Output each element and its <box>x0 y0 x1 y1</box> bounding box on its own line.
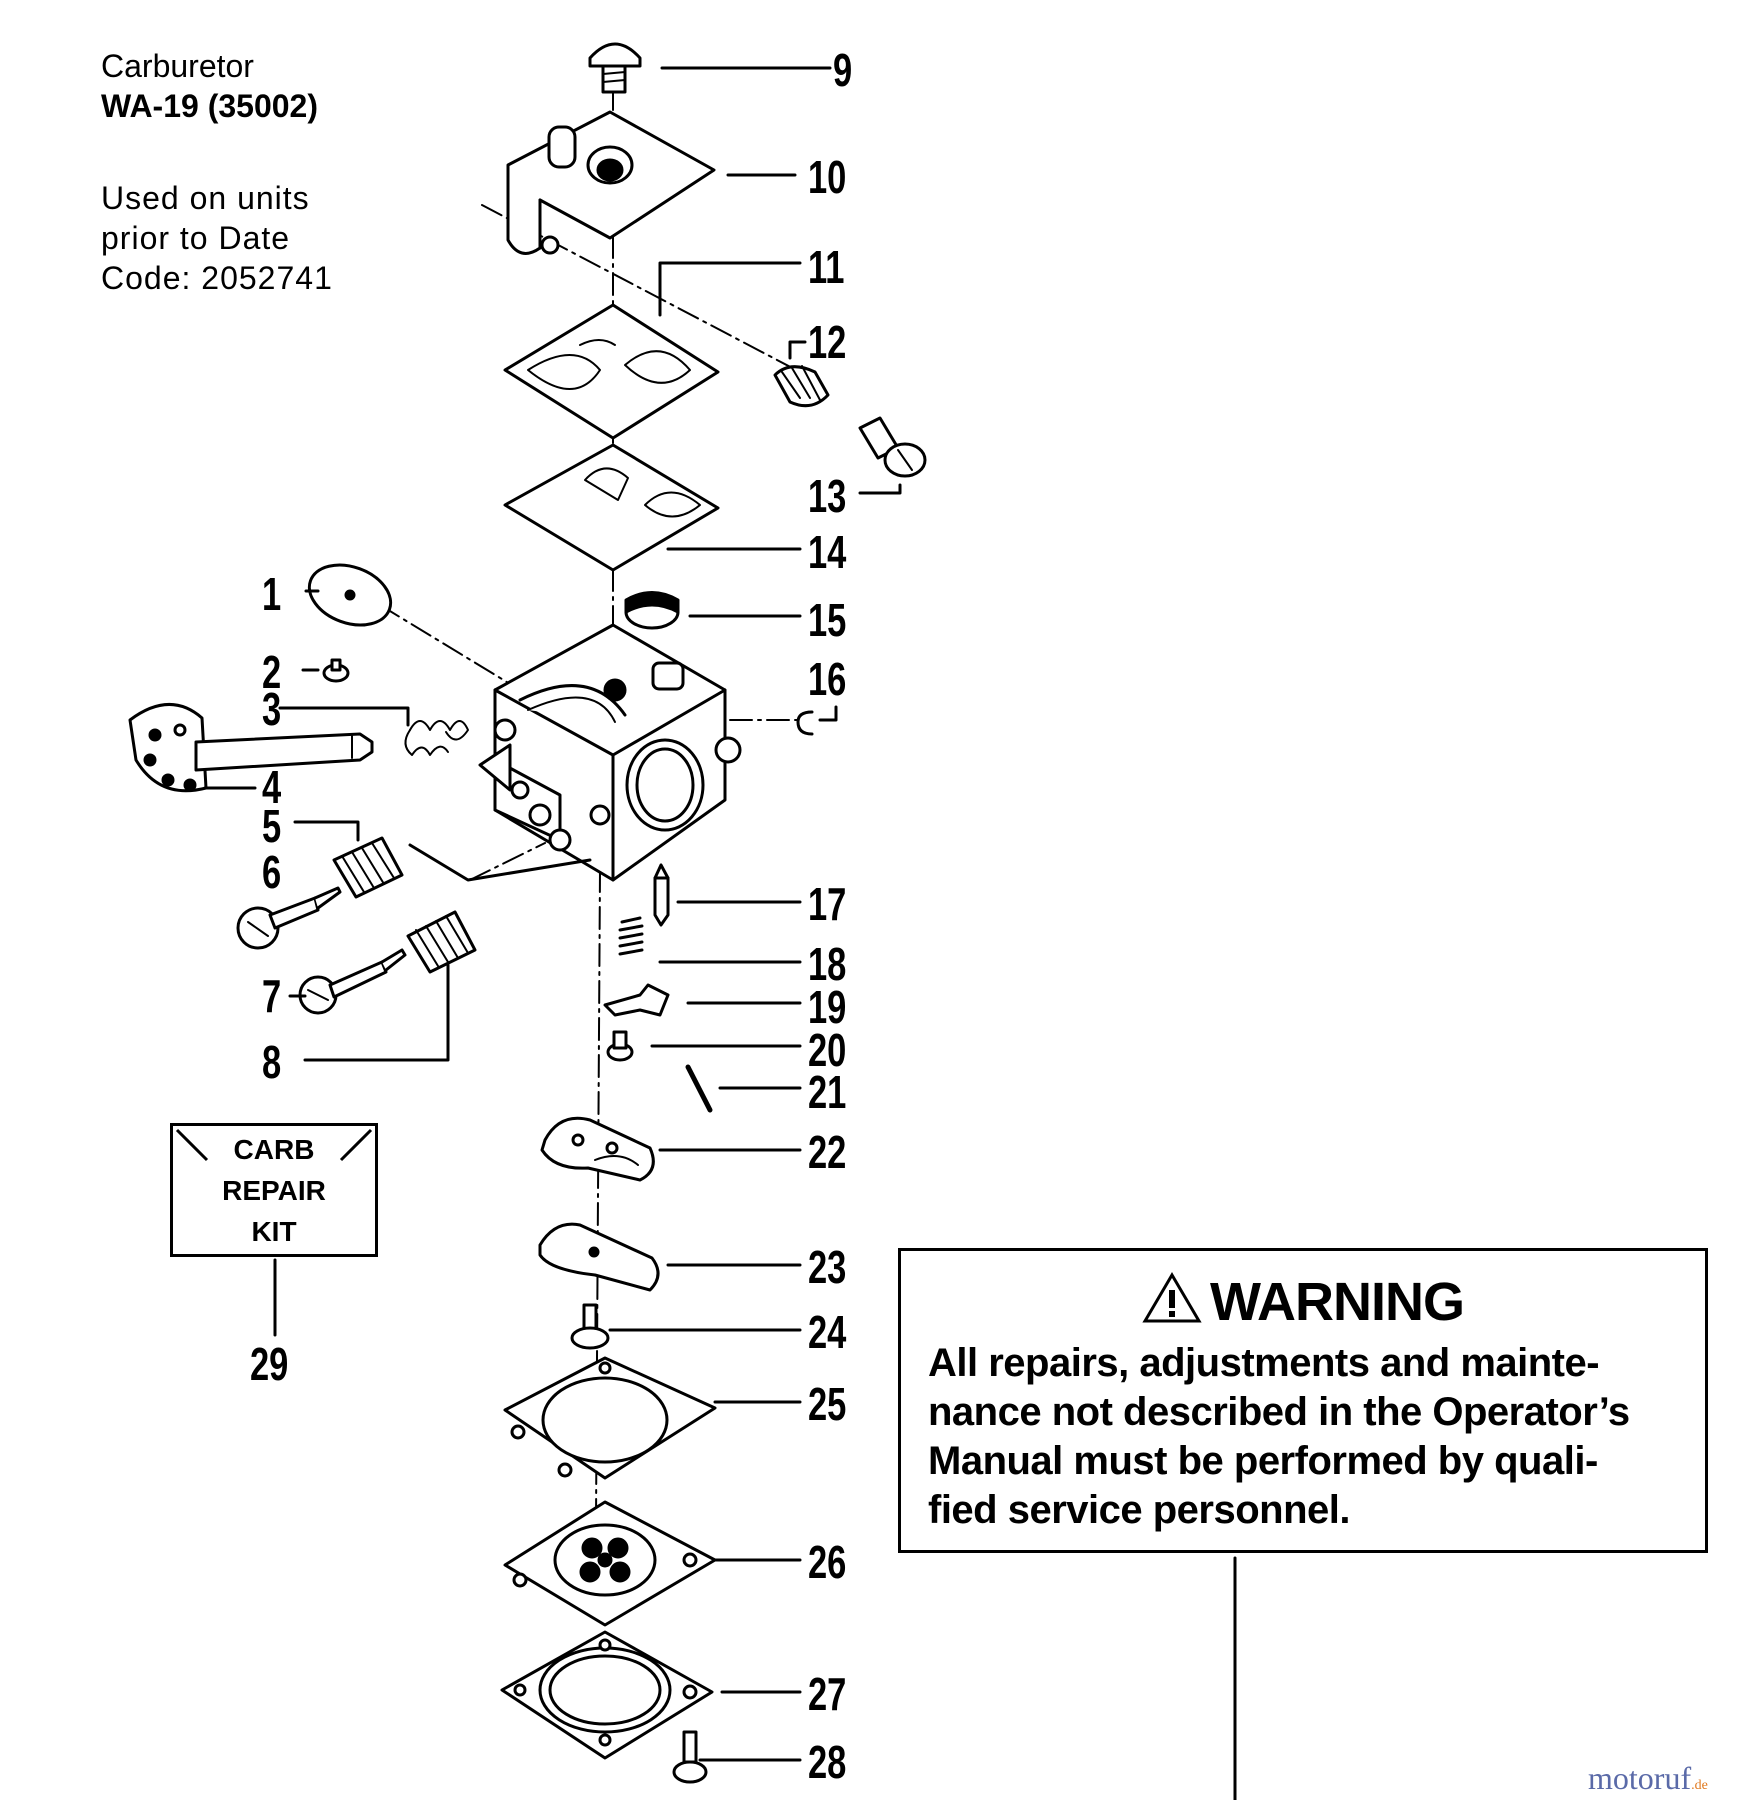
warning-title: WARNING <box>1210 1272 1465 1332</box>
warning-text: All repairs, adjustments and mainte- nan… <box>928 1339 1685 1535</box>
kit-corner-marks <box>175 1128 373 1162</box>
callout-8: 8 <box>262 1036 281 1088</box>
kit-line-1: CARB <box>233 1134 315 1165</box>
part-screw-28 <box>672 1730 708 1784</box>
part-lever-19 <box>603 983 670 1017</box>
part-screw-24 <box>570 1303 610 1350</box>
part-screw-2 <box>322 658 350 683</box>
callout-24: 24 <box>808 1306 847 1358</box>
callout-1: 1 <box>262 568 281 620</box>
callout-5: 5 <box>262 800 281 852</box>
callout-12: 12 <box>808 316 846 368</box>
callout-11: 11 <box>808 241 844 293</box>
callout-13: 13 <box>808 470 846 522</box>
usage-line-1: Used on units <box>101 180 310 216</box>
callout-15: 15 <box>808 594 846 646</box>
warning-line-4: fied service personnel. <box>928 1488 1351 1532</box>
part-spring-12 <box>773 365 830 408</box>
callout-18: 18 <box>808 938 846 990</box>
part-pump-diaphragm-26 <box>503 1500 717 1627</box>
part-cover-27 <box>500 1630 714 1760</box>
callout-19: 19 <box>808 981 846 1033</box>
callout-6: 6 <box>262 846 281 898</box>
kit-line-2: REPAIR <box>222 1175 326 1206</box>
callout-4: 4 <box>262 761 282 813</box>
callout-20: 20 <box>808 1024 846 1076</box>
part-carburetor-body <box>478 623 742 882</box>
callout-3: 3 <box>262 683 281 735</box>
part-gasket-25 <box>503 1356 717 1480</box>
callout-10: 10 <box>808 151 846 203</box>
callout-17: 17 <box>808 878 846 930</box>
callout-25: 25 <box>808 1378 846 1430</box>
part-gasket-11 <box>503 303 720 440</box>
part-disc-1 <box>307 563 393 627</box>
part-spring-18 <box>618 916 644 956</box>
watermark-logo: motoruf.de <box>1588 1760 1708 1796</box>
part-screw-13 <box>858 416 927 478</box>
usage-line-2: prior to Date <box>101 220 291 256</box>
callout-7: 7 <box>262 970 281 1022</box>
callout-2: 2 <box>262 646 281 698</box>
part-spring-3 <box>404 720 469 756</box>
part-screw-9 <box>588 42 642 94</box>
warning-triangle-icon <box>1142 1272 1202 1337</box>
callout-26: 26 <box>808 1536 846 1588</box>
part-spring-5 <box>332 836 404 899</box>
callout-29: 29 <box>250 1338 288 1390</box>
part-spring-8 <box>406 910 477 974</box>
leader-lines <box>203 66 1237 1800</box>
callout-22: 22 <box>808 1126 846 1178</box>
callout-9: 9 <box>833 44 852 96</box>
part-plate-23 <box>538 1222 660 1292</box>
warning-box: WARNING All repairs, adjustments and mai… <box>898 1248 1708 1553</box>
part-needle-7 <box>298 948 407 1015</box>
repair-kit-box: CARB REPAIR KIT <box>170 1123 378 1257</box>
warning-heading: WARNING <box>901 1271 1705 1337</box>
callout-16: 16 <box>808 653 846 705</box>
part-diaphragm-14 <box>503 443 720 572</box>
part-screw-20 <box>606 1030 634 1062</box>
callout-23: 23 <box>808 1241 846 1293</box>
usage-line-3: Code: 2052741 <box>101 260 333 296</box>
diagram-title: Carburetor <box>101 48 254 84</box>
callout-28: 28 <box>808 1736 846 1788</box>
part-cover-10 <box>506 110 716 255</box>
part-needle-6 <box>236 886 342 950</box>
part-gasket-22 <box>540 1116 655 1182</box>
part-clip-16 <box>796 710 814 736</box>
part-shaft-4 <box>128 703 374 793</box>
warning-line-2: nance not described in the Operator’s <box>928 1390 1630 1434</box>
callout-21: 21 <box>808 1066 846 1118</box>
part-pin-21 <box>685 1064 713 1113</box>
callout-14: 14 <box>808 526 847 578</box>
kit-line-3: KIT <box>251 1216 297 1247</box>
part-cap-15 <box>624 591 680 630</box>
warning-line-1: All repairs, adjustments and mainte- <box>928 1341 1600 1385</box>
model-number: WA-19 (35002) <box>101 88 318 124</box>
warning-line-3: Manual must be performed by quali- <box>928 1439 1598 1483</box>
part-needle-17 <box>653 863 670 927</box>
callout-27: 27 <box>808 1668 846 1720</box>
callout-numbers: 1 2 3 4 5 6 7 8 9 10 11 12 13 14 15 16 1… <box>250 44 852 1788</box>
